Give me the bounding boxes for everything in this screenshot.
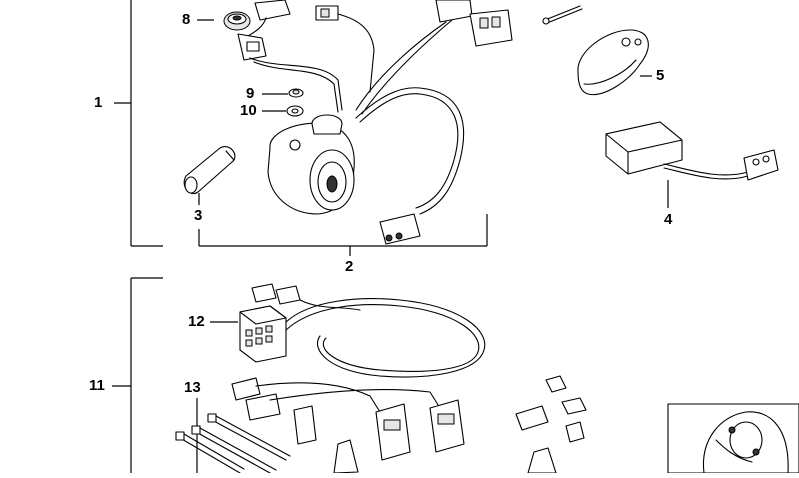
two-pin-connector — [379, 213, 421, 245]
callout-12: 12 — [188, 313, 205, 330]
washer-part-10 — [286, 105, 304, 117]
harness-connector-part-12 — [239, 283, 486, 378]
inset-vehicle-detail — [667, 403, 799, 474]
callout-5: 5 — [656, 67, 665, 84]
relay-harness — [231, 377, 465, 461]
callout-13: 13 — [184, 379, 201, 396]
group-bracket-1 — [114, 0, 163, 247]
small-plug-connector — [315, 5, 375, 93]
nut-part-9 — [288, 88, 304, 98]
group-bracket-11 — [112, 277, 163, 473]
plug-connector-top — [237, 0, 291, 61]
multi-pin-connector — [355, 0, 513, 115]
callout-2: 2 — [345, 258, 354, 275]
callout-1: 1 — [94, 94, 103, 111]
harness-wires-part-2 — [249, 57, 465, 215]
callout-9: 9 — [246, 85, 255, 102]
sleeve-part-3 — [183, 146, 236, 194]
grommet-part — [223, 11, 251, 31]
group-bracket-2 — [198, 214, 488, 256]
pin-part-top — [542, 5, 583, 25]
sensor-module-part-4 — [605, 121, 779, 181]
callout-4: 4 — [664, 211, 673, 228]
remote-fob-part-5 — [577, 29, 649, 96]
cable-ties-part-13 — [175, 413, 291, 474]
callout-3: 3 — [194, 207, 203, 224]
callout-10: 10 — [240, 102, 257, 119]
callout-11: 11 — [89, 377, 105, 394]
callout-8: 8 — [182, 11, 191, 28]
adhesive-pads — [333, 375, 587, 474]
leader-lines — [196, 19, 669, 473]
siren-unit — [267, 114, 355, 215]
